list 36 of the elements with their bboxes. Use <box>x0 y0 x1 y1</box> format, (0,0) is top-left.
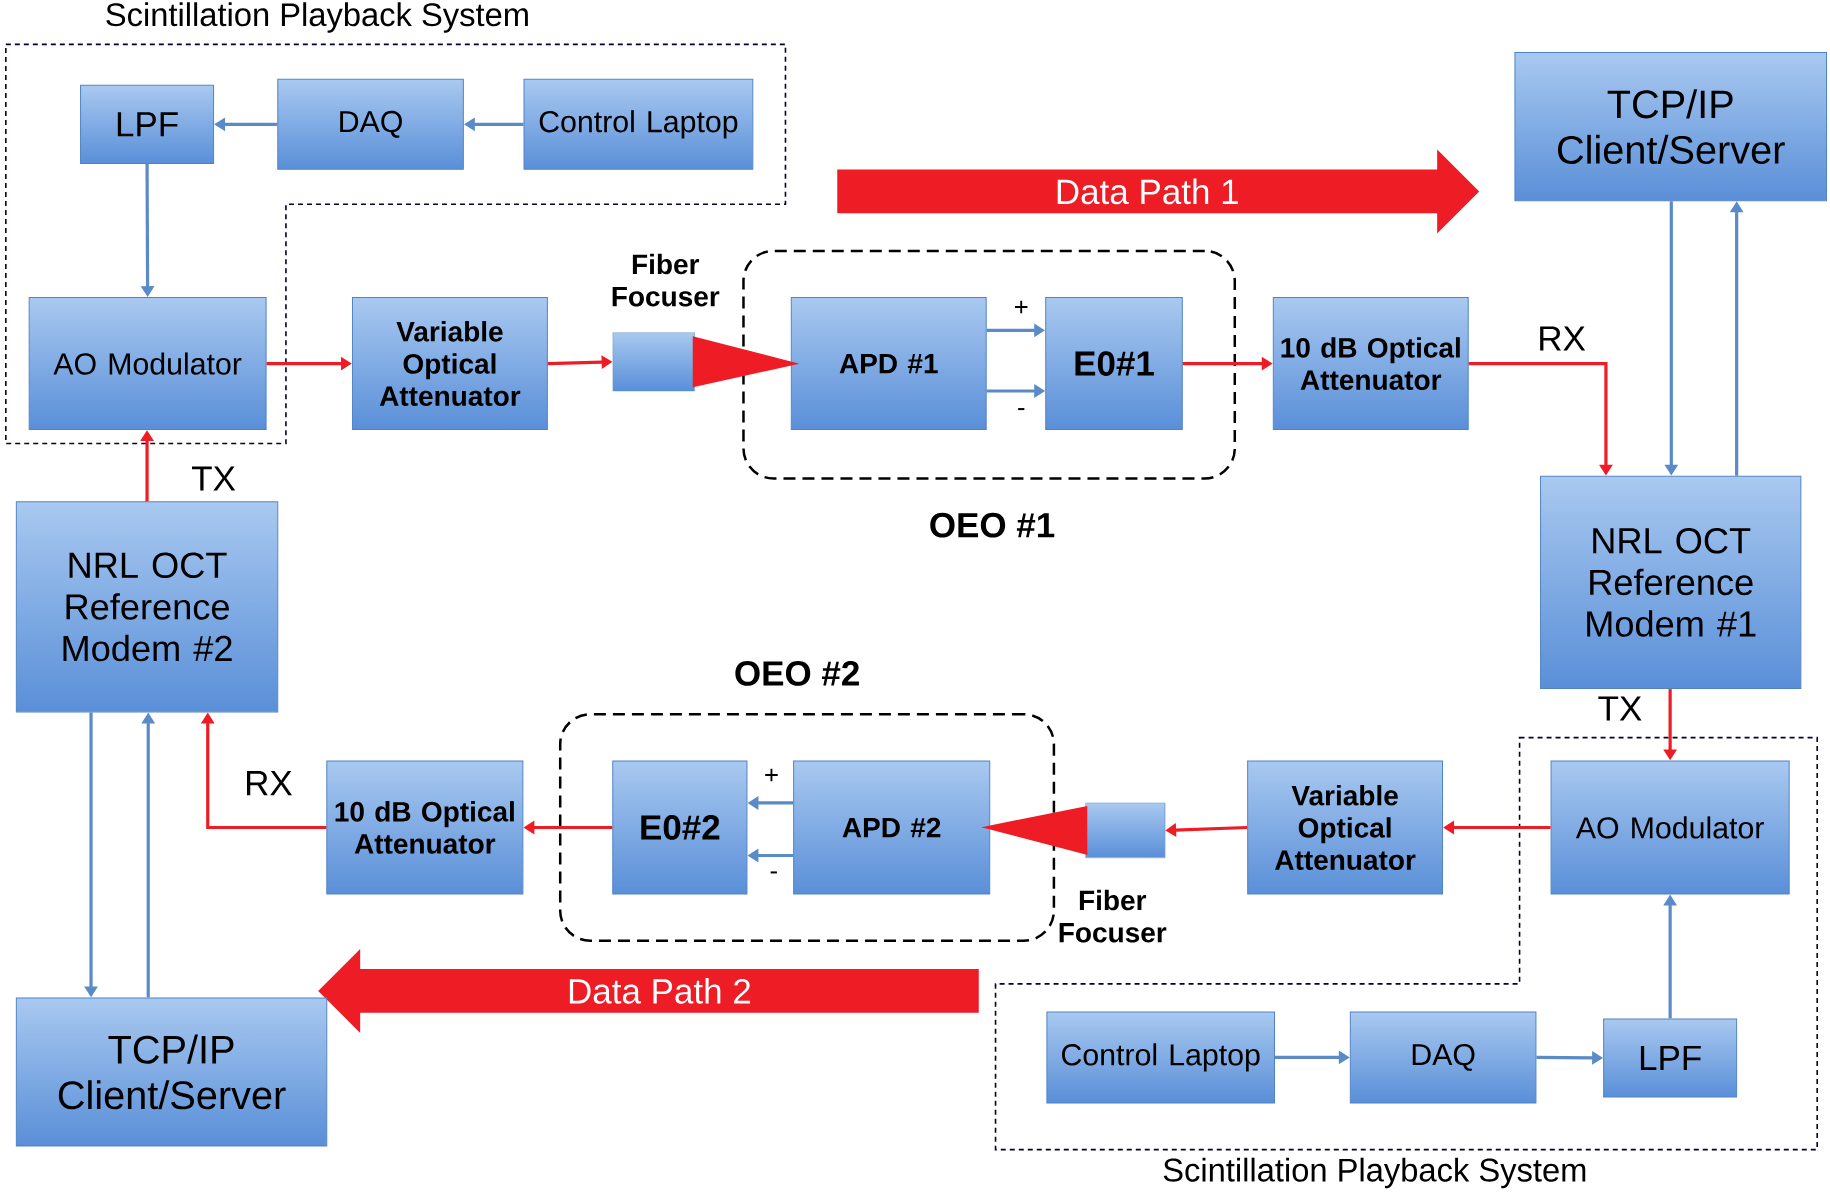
process-box: E0#1 <box>1045 296 1183 430</box>
edge-label: - <box>1015 406 1027 417</box>
process-box: LPF <box>80 84 215 164</box>
process-box: Control Laptop <box>523 78 754 170</box>
process-box: NRL OCT Reference Modem #1 <box>1540 475 1802 689</box>
process-box: DAQ <box>277 78 464 170</box>
process-box: TCP/IP Client/Server <box>1514 51 1827 201</box>
process-box: Variable Optical Attenuator <box>351 296 548 430</box>
edge-label: + <box>1012 299 1030 317</box>
process-box: LPF <box>1603 1018 1738 1098</box>
process-box: AO Modulator <box>1550 760 1790 895</box>
fiber-focuser: Fiber Focuser <box>1059 802 1167 943</box>
edge-label: + <box>762 767 780 785</box>
process-box: NRL OCT Reference Modem #2 <box>15 501 279 713</box>
process-box: 10 dB Optical Attenuator <box>326 760 524 895</box>
edge-label: RX <box>1536 325 1587 352</box>
edge-label: RX <box>243 769 294 796</box>
node-label: OEO #1 <box>930 512 1055 538</box>
process-box: DAQ <box>1349 1011 1537 1104</box>
process-box: APD #2 <box>793 760 991 895</box>
node-label: Fiber Focuser <box>612 253 720 307</box>
edge-label: TX <box>1596 695 1644 722</box>
edge-label: TX <box>190 465 237 492</box>
fiber-focuser: Fiber Focuser <box>612 253 720 391</box>
process-box: Variable Optical Attenuator <box>1247 760 1444 895</box>
process-box: Control Laptop <box>1046 1011 1275 1104</box>
process-box: 10 dB Optical Attenuator <box>1272 296 1469 430</box>
node-label: Scintillation Playback System <box>106 2 528 33</box>
process-box: APD #1 <box>790 296 987 430</box>
node-label: OEO #2 <box>735 660 859 686</box>
process-box: AO Modulator <box>28 296 267 430</box>
node-label: Scintillation Playback System <box>1163 1157 1586 1188</box>
edge-label: - <box>768 870 780 881</box>
node-label: Fiber Focuser <box>1059 889 1167 943</box>
process-box: E0#2 <box>612 760 748 895</box>
process-box: TCP/IP Client/Server <box>15 997 328 1147</box>
